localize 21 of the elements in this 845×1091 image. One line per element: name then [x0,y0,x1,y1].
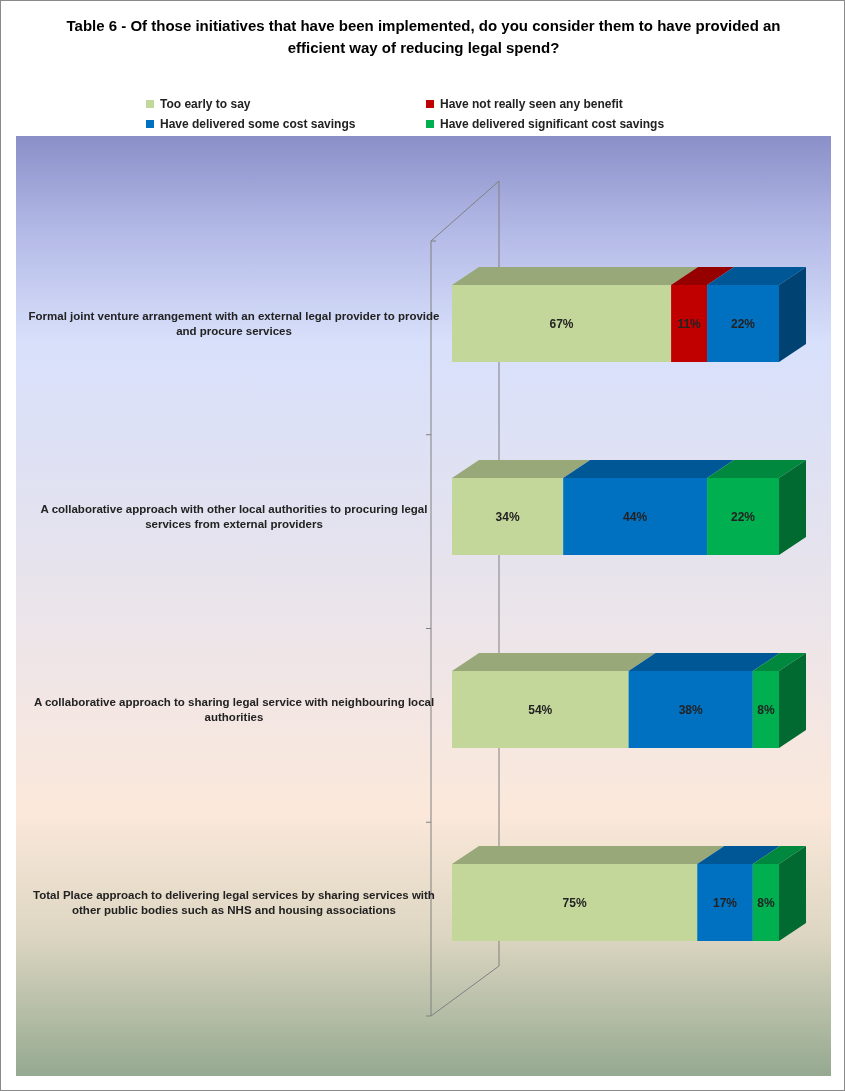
value-label: 8% [757,895,775,910]
chart-title: Table 6 - Of those initiatives that have been implemented, do you consider them to have provided an efficient way of reducing legal spend? [65,16,782,58]
legend-label: Have delivered some cost savings [160,117,356,131]
value-label: 75% [562,895,587,910]
legend-label: Have delivered significant cost savings [440,117,665,131]
value-label: 22% [731,509,756,524]
value-label: 34% [495,509,520,524]
value-label: 17% [713,895,738,910]
value-label: 44% [623,509,648,524]
category-label: Total Place approach to delivering legal services by sharing services with other public bodies such as NHS and housing associations [32,887,436,918]
category-label: A collaborative approach to sharing legal service with neighbouring local authorities [32,694,436,725]
value-label: 54% [528,702,553,717]
value-label: 11% [677,316,701,331]
legend-label: Too early to say [160,97,251,111]
category-label: A collaborative approach with other local authorities to procuring legal services from external providers [39,501,429,532]
legend-label: Have not really seen any benefit [440,97,623,111]
value-label: 22% [731,316,756,331]
category-label: Formal joint venture arrangement with an external legal provider to provide and procure services [27,308,441,339]
value-label: 8% [757,702,775,717]
value-label: 67% [549,316,574,331]
value-label: 38% [678,702,703,717]
